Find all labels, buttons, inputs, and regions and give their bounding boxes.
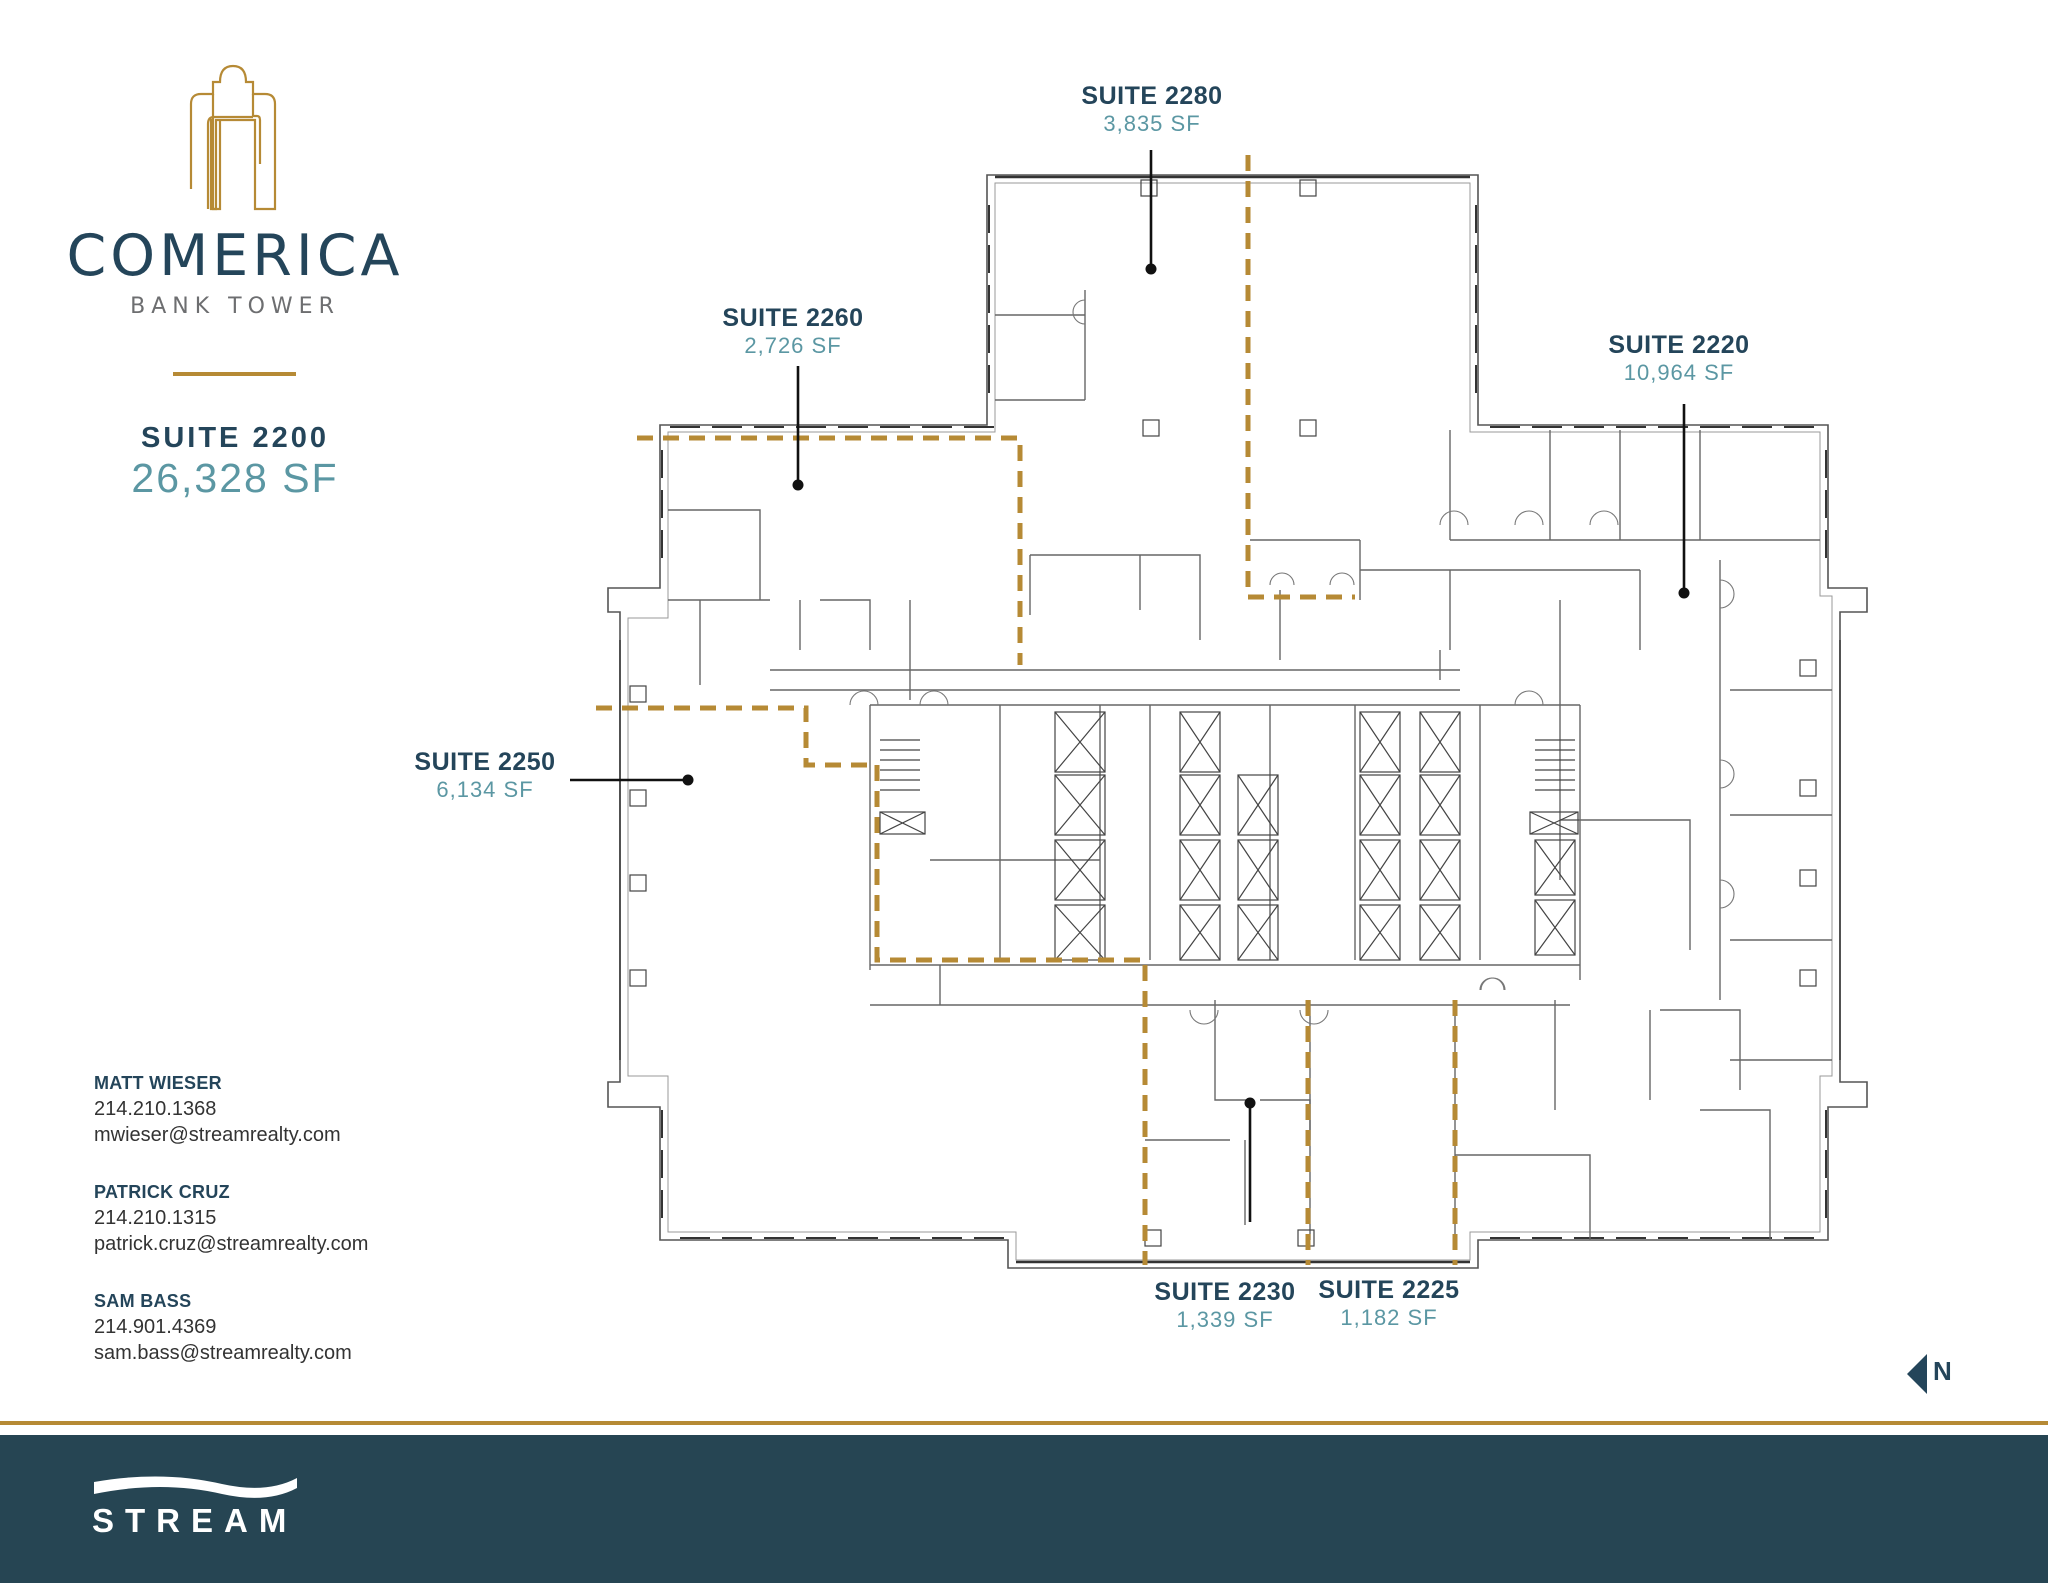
suite-title: SUITE 2280 bbox=[1081, 82, 1223, 110]
suite-boundaries bbox=[596, 155, 1458, 1265]
contact-email[interactable]: sam.bass@streamrealty.com bbox=[94, 1342, 352, 1364]
comerica-tower-logo-icon bbox=[189, 64, 277, 211]
contact-phone[interactable]: 214.901.4369 bbox=[94, 1316, 217, 1338]
suite-area: 1,182 SF bbox=[1340, 1305, 1438, 1330]
brand-name: COMERICA bbox=[66, 223, 404, 289]
leader-lines bbox=[570, 150, 1686, 1222]
north-label: N bbox=[1933, 1356, 1952, 1386]
door-swings bbox=[849, 299, 1735, 1025]
suite-label-2250: SUITE 2250 6,134 SF bbox=[385, 750, 585, 801]
contact-phone[interactable]: 214.210.1368 bbox=[94, 1098, 217, 1120]
suite-label-2260: SUITE 2260 2,726 SF bbox=[693, 306, 893, 357]
suite-label-2225: SUITE 2225 1,182 SF bbox=[1289, 1278, 1489, 1329]
contact-name: SAM BASS bbox=[94, 1291, 192, 1311]
suite-title: SUITE 2260 bbox=[722, 304, 864, 332]
suite-title: SUITE 2225 bbox=[1318, 1276, 1460, 1304]
suite-label-2280: SUITE 2280 3,835 SF bbox=[1052, 84, 1252, 135]
suite-area: 6,134 SF bbox=[436, 777, 534, 802]
window-mullions bbox=[619, 175, 1841, 1264]
suite-label-2230: SUITE 2230 1,339 SF bbox=[1125, 1280, 1325, 1331]
stream-logo: STREAM bbox=[92, 1474, 302, 1538]
elevator-core bbox=[629, 179, 1817, 1247]
suite-title: SUITE 2230 bbox=[1154, 1278, 1296, 1306]
footer-gold-rule bbox=[0, 1421, 2048, 1425]
contact-email[interactable]: mwieser@streamrealty.com bbox=[94, 1124, 341, 1146]
contact-list: MATT WIESER 214.210.1368 mwieser@streamr… bbox=[94, 1070, 494, 1397]
north-arrow-icon bbox=[1907, 1354, 1927, 1394]
suite-area: 3,835 SF bbox=[1103, 111, 1201, 136]
building-outline bbox=[607, 174, 1868, 1269]
suite-label-2220: SUITE 2220 10,964 SF bbox=[1579, 333, 1779, 384]
contact-card: SAM BASS 214.901.4369 sam.bass@streamrea… bbox=[94, 1288, 494, 1366]
suite-title: SUITE 2220 bbox=[1608, 331, 1750, 359]
floor-plan bbox=[570, 150, 1868, 1269]
stream-wave-icon bbox=[94, 1476, 297, 1498]
contact-card: PATRICK CRUZ 214.210.1315 patrick.cruz@s… bbox=[94, 1179, 494, 1257]
interior-walls bbox=[668, 290, 1832, 1240]
contact-name: PATRICK CRUZ bbox=[94, 1182, 230, 1202]
north-indicator: N bbox=[1903, 1354, 1963, 1394]
brand-subtitle: BANK TOWER bbox=[130, 294, 340, 319]
summary-suite-title: SUITE 2200 bbox=[141, 422, 329, 454]
leader-dots bbox=[682, 263, 1690, 1109]
suite-title: SUITE 2250 bbox=[414, 748, 556, 776]
suite-area: 1,339 SF bbox=[1176, 1307, 1274, 1332]
contact-name: MATT WIESER bbox=[94, 1073, 222, 1093]
suite-area: 2,726 SF bbox=[744, 333, 842, 358]
stream-logo-text: STREAM bbox=[92, 1502, 298, 1539]
footer-banner bbox=[0, 1435, 2048, 1583]
summary-suite-area: 26,328 SF bbox=[131, 455, 339, 501]
contact-phone[interactable]: 214.210.1315 bbox=[94, 1207, 217, 1229]
contact-card: MATT WIESER 214.210.1368 mwieser@streamr… bbox=[94, 1070, 494, 1148]
contact-email[interactable]: patrick.cruz@streamrealty.com bbox=[94, 1233, 369, 1255]
suite-area: 10,964 SF bbox=[1623, 360, 1735, 385]
gold-divider bbox=[173, 372, 296, 376]
